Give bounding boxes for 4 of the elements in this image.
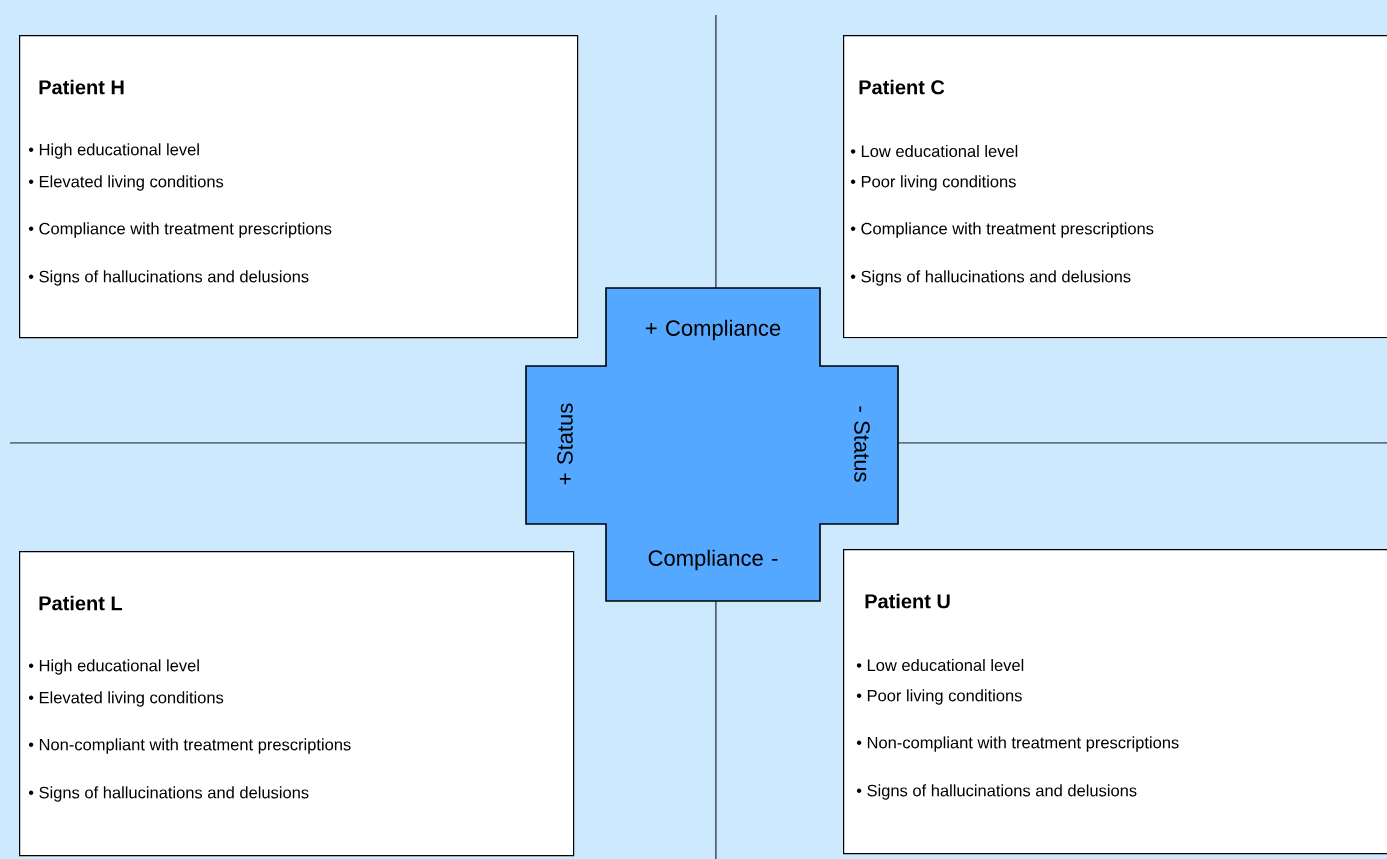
patient-box: Patient C • Low educational level • Poor living conditions • Compliance with treatment prescriptions • Signs of hallucinations and delusions: [843, 35, 1387, 339]
patient-box: Patient H • High educational level • Elevated living conditions • Compliance with treatment prescriptions • Signs of hallucinations and delusions: [19, 35, 579, 339]
patient-box: Patient U • Low educational level • Poor living conditions • Non-compliant with treatment prescriptions • Signs of hallucinations and delusions: [843, 549, 1387, 855]
patient-box: Patient L • High educational level • Elevated living conditions • Non-compliant with treatment prescriptions • Signs of hallucinations and delusions: [19, 551, 575, 857]
